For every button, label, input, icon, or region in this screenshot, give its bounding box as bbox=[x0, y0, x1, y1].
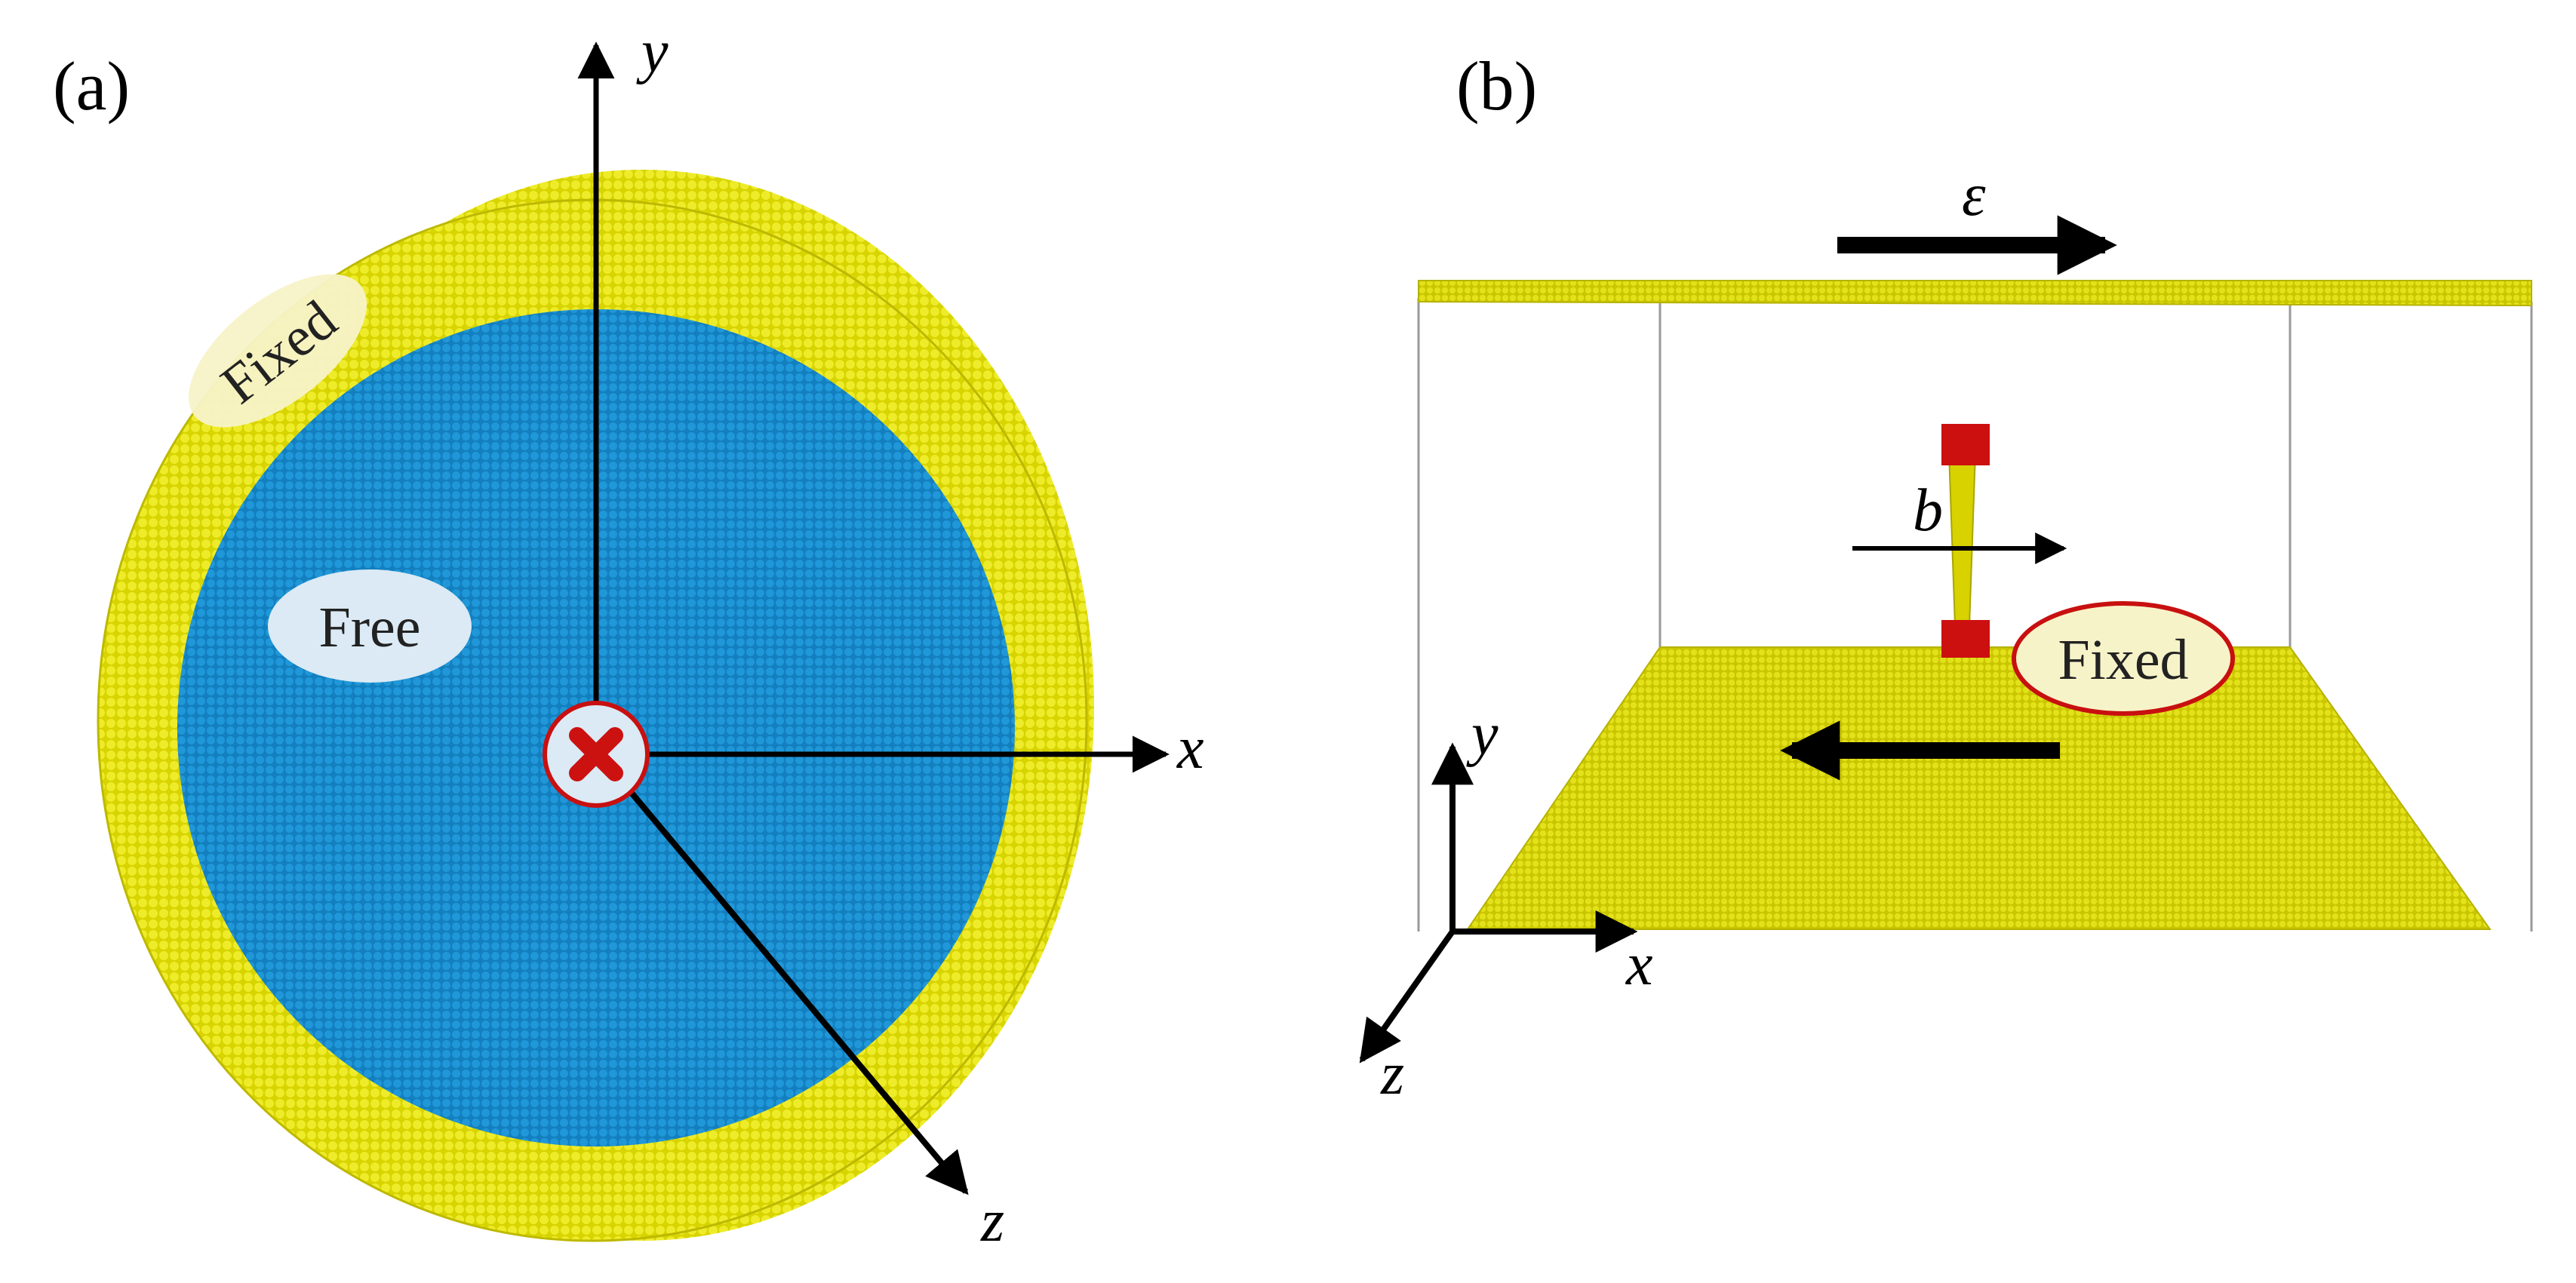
axis-x-label-b: x bbox=[1625, 932, 1653, 998]
simulation-box bbox=[1417, 298, 2533, 932]
axis-y-label-a: y bbox=[636, 19, 669, 85]
strain-label: ε bbox=[1962, 162, 1986, 229]
fixed-label-bubble-b: Fixed bbox=[2012, 601, 2235, 716]
axis-z-label-a: z bbox=[980, 1188, 1004, 1254]
burgers-vector-label: b bbox=[1913, 477, 1943, 544]
panel-b: (b) b Fixed ε bbox=[1359, 48, 2533, 1107]
top-plate bbox=[1418, 280, 2532, 307]
axis-x-label-a: x bbox=[1176, 715, 1204, 781]
panel-a: (a) Fixed Free y x z bbox=[53, 19, 1204, 1254]
free-label: Free bbox=[318, 596, 420, 659]
axis-z-a bbox=[612, 771, 969, 1196]
dislocation-line bbox=[1941, 424, 1990, 658]
fixed-end-bottom bbox=[1941, 620, 1990, 658]
fixed-end-top bbox=[1941, 424, 1990, 465]
free-label-bubble: Free bbox=[268, 569, 472, 683]
panel-a-label: (a) bbox=[53, 48, 130, 124]
fixed-label-b: Fixed bbox=[2058, 628, 2188, 692]
bottom-plate bbox=[1466, 646, 2491, 930]
coordinate-axes-b bbox=[1359, 742, 1638, 1064]
axis-y-label-b: y bbox=[1466, 701, 1499, 768]
panel-b-label: (b) bbox=[1456, 48, 1537, 124]
dislocation-core-marker bbox=[543, 701, 650, 808]
axis-z-label-b: z bbox=[1380, 1041, 1404, 1107]
